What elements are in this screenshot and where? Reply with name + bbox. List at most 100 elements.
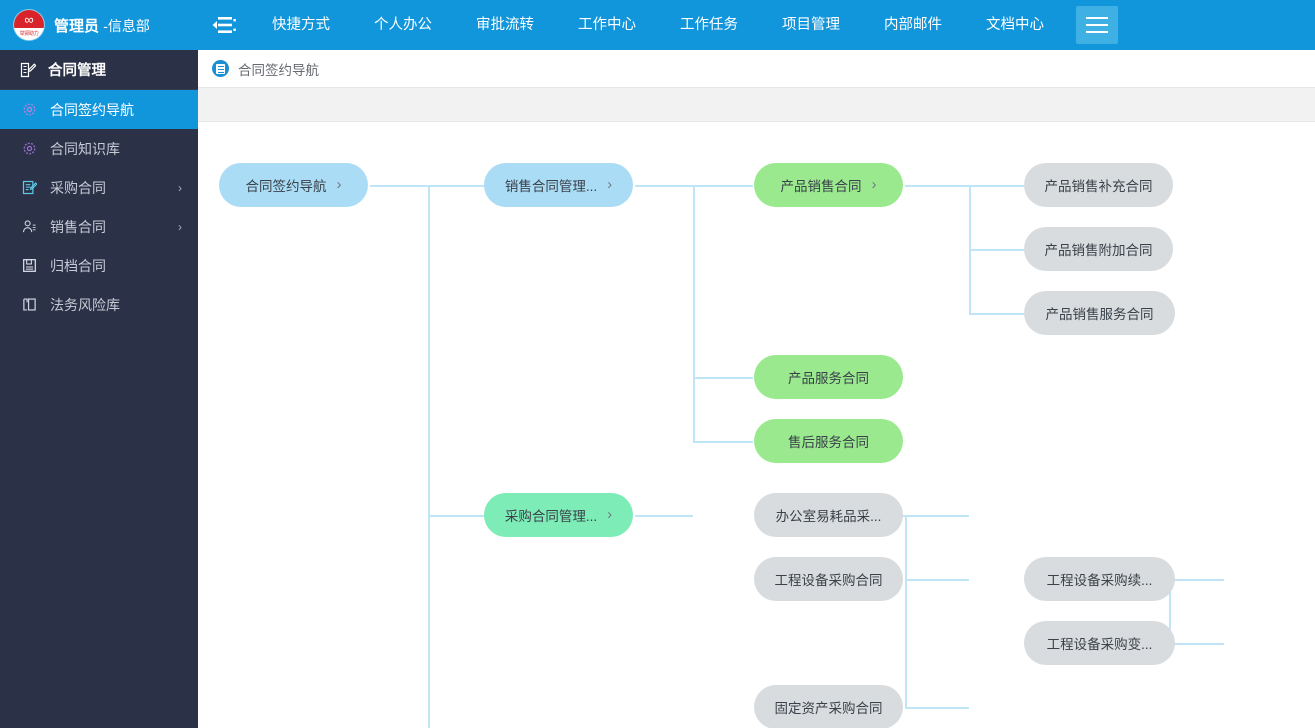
user-name: 管理员	[54, 17, 100, 35]
document-list-icon	[212, 60, 229, 77]
connector-to-purchase	[428, 515, 486, 517]
connector-purchase-spine	[905, 515, 907, 707]
tree-node-label: 固定资产采购合同	[774, 701, 883, 716]
sidebar-item-label: 法务风险库	[50, 296, 120, 313]
collapse-menu-icon[interactable]	[198, 0, 250, 50]
tree-node-label: 合同签约导航	[245, 179, 327, 194]
nav-item-5[interactable]: 项目管理	[782, 17, 840, 33]
connector-to-fixed-asset	[905, 707, 969, 709]
sidebar-item-label: 采购合同	[50, 179, 106, 196]
sidebar-item-label: 合同知识库	[50, 140, 120, 157]
connector-to-office-supply	[905, 515, 969, 517]
connector-to-product-sales	[693, 185, 753, 187]
tree-node-office-supplies[interactable]: 办公室易耗品采...	[754, 493, 903, 537]
tree-node-purchase-contract-mgmt[interactable]: 采购合同管理... ›	[484, 493, 633, 537]
sidebar: 合同管理 合同签约导航 合同知识库	[0, 50, 198, 728]
connector-to-equipment	[905, 579, 969, 581]
top-bar-right	[1076, 6, 1118, 44]
contract-edit-icon	[20, 62, 36, 78]
sidebar-item-contract-nav[interactable]: 合同签约导航	[0, 90, 198, 129]
archive-icon	[20, 258, 38, 273]
tree-node-equipment-renewal[interactable]: 工程设备采购续...	[1024, 557, 1175, 601]
tree-node-fixed-asset-purchase[interactable]: 固定资产采购合同	[754, 685, 903, 728]
tree-node-product-sales-service[interactable]: 产品销售服务合同	[1024, 291, 1175, 335]
connector-to-sales	[428, 185, 486, 187]
tree-node-equipment-purchase[interactable]: 工程设备采购合同	[754, 557, 903, 601]
sidebar-item-archive[interactable]: 归档合同	[0, 246, 198, 285]
logo-subtext: 举贤助力	[14, 28, 44, 40]
tree-node-label: 产品销售合同	[780, 179, 862, 194]
tree-node-label: 产品销售附加合同	[1044, 243, 1153, 258]
tree-node-equipment-change[interactable]: 工程设备采购变...	[1024, 621, 1175, 665]
sidebar-item-purchase[interactable]: 采购合同 ›	[0, 168, 198, 207]
sidebar-item-legal-risk[interactable]: 法务风险库	[0, 285, 198, 324]
tree-node-product-service[interactable]: 产品服务合同	[754, 355, 903, 399]
brand-area: ∞ 举贤助力 管理员 -信息部	[0, 0, 198, 50]
tree-node-label: 产品服务合同	[788, 371, 869, 386]
breadcrumb: 合同签约导航	[198, 50, 1315, 88]
toolbar-strip	[198, 88, 1315, 122]
gear-icon	[20, 102, 38, 117]
connector-sales-stub	[635, 185, 693, 187]
nav-item-0[interactable]: 快捷方式	[272, 17, 330, 33]
tree-node-contract-nav[interactable]: 合同签约导航 ›	[219, 163, 368, 207]
tree-node-label: 工程设备采购合同	[774, 573, 883, 588]
sidebar-header-label: 合同管理	[48, 63, 106, 79]
chevron-right-icon: ›	[607, 505, 613, 523]
user-identity: 管理员 -信息部	[54, 15, 150, 36]
chevron-right-icon: ›	[607, 175, 613, 193]
connector-to-equipment-change	[1169, 643, 1224, 645]
connector-to-addendum	[969, 249, 1024, 251]
sidebar-header: 合同管理	[0, 50, 198, 90]
company-logo: ∞ 举贤助力	[14, 10, 44, 40]
nav-item-4[interactable]: 工作任务	[680, 17, 738, 33]
nav-item-6[interactable]: 内部邮件	[884, 17, 942, 33]
tree-canvas: 合同签约导航 › 销售合同管理... › 产品销售合同 › 产品销售补充合同 产…	[198, 122, 1315, 728]
connector-product-sales-stub	[905, 185, 969, 187]
content-area: 合同签约导航	[198, 50, 1315, 728]
sidebar-item-label: 归档合同	[50, 257, 106, 274]
window-icon	[20, 297, 38, 312]
tree-node-product-sales[interactable]: 产品销售合同 ›	[754, 163, 903, 207]
chevron-right-icon: ›	[336, 175, 342, 193]
sidebar-item-sales[interactable]: 销售合同 ›	[0, 207, 198, 246]
hamburger-icon[interactable]	[1076, 6, 1118, 44]
gear-icon	[20, 141, 38, 156]
connector-to-aftersales	[693, 441, 753, 443]
logo-glyph: ∞	[14, 10, 44, 28]
connector-sales-spine	[693, 185, 695, 441]
tree-node-label: 采购合同管理...	[504, 509, 598, 524]
nav-item-2[interactable]: 审批流转	[476, 17, 534, 33]
nav-item-3[interactable]: 工作中心	[578, 17, 636, 33]
tree-node-label: 售后服务合同	[788, 435, 869, 450]
connector-purchase-stub	[635, 515, 693, 517]
edit-doc-icon	[20, 180, 38, 195]
sidebar-item-label: 合同签约导航	[50, 101, 134, 118]
connector-level2-spine	[428, 185, 430, 728]
tree-node-label: 产品销售服务合同	[1045, 307, 1154, 322]
tree-node-label: 工程设备采购变...	[1046, 637, 1153, 652]
tree-node-product-sales-addendum[interactable]: 产品销售附加合同	[1024, 227, 1173, 271]
top-nav: 快捷方式 个人办公 审批流转 工作中心 工作任务 项目管理 内部邮件 文档中心	[250, 0, 1066, 50]
sidebar-item-knowledge[interactable]: 合同知识库	[0, 129, 198, 168]
nav-item-1[interactable]: 个人办公	[374, 17, 432, 33]
sidebar-item-label: 销售合同	[50, 218, 106, 235]
connector-to-supplement	[969, 185, 1024, 187]
chevron-right-icon: ›	[871, 175, 877, 193]
tree-node-label: 工程设备采购续...	[1046, 573, 1153, 588]
connector-to-equipment-renew	[1169, 579, 1224, 581]
chevron-right-icon: ›	[178, 219, 182, 234]
nav-item-7[interactable]: 文档中心	[986, 17, 1044, 33]
tree-node-label: 销售合同管理...	[504, 179, 598, 194]
connector-equipment-spine	[1169, 579, 1171, 643]
user-icon	[20, 219, 38, 234]
tree-node-product-sales-supplement[interactable]: 产品销售补充合同	[1024, 163, 1173, 207]
connector-to-product-service	[693, 377, 753, 379]
tree-node-aftersales-service[interactable]: 售后服务合同	[754, 419, 903, 463]
tree-node-label: 办公室易耗品采...	[775, 509, 882, 524]
chevron-right-icon: ›	[178, 180, 182, 195]
user-dept: -信息部	[103, 17, 150, 34]
tree-node-sales-contract-mgmt[interactable]: 销售合同管理... ›	[484, 163, 633, 207]
breadcrumb-label: 合同签约导航	[238, 62, 319, 78]
